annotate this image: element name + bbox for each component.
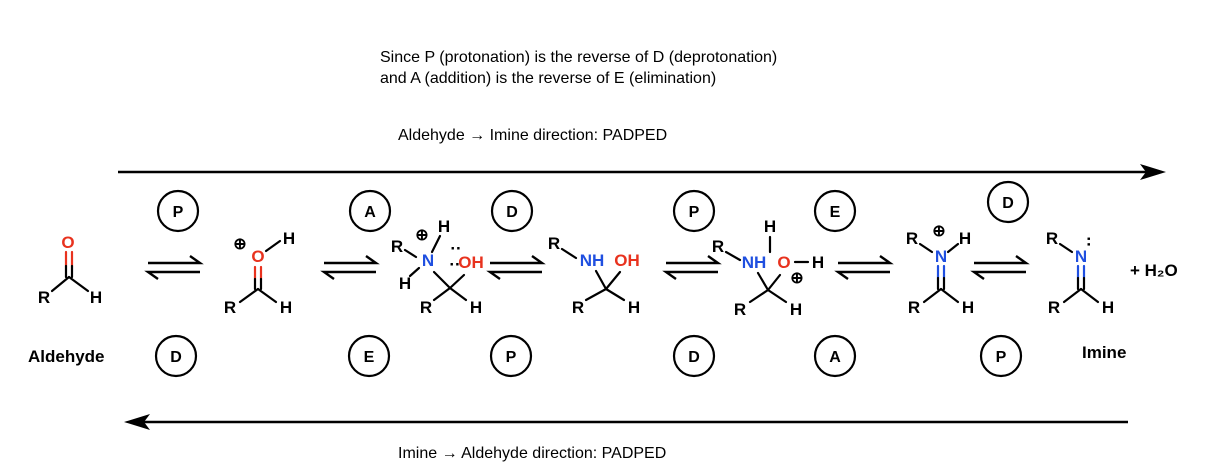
svg-text:P: P	[996, 349, 1007, 366]
svg-text:N: N	[1075, 247, 1087, 266]
svg-text:⊕: ⊕	[790, 270, 803, 287]
svg-text:H: H	[959, 229, 971, 248]
svg-text:H: H	[962, 298, 974, 317]
bottom-step-e: E	[347, 334, 391, 378]
forward-direction-label: Aldehyde → Imine direction: PADPED	[398, 127, 667, 144]
svg-text:A: A	[364, 204, 376, 221]
svg-text:O: O	[61, 233, 74, 252]
top-step-p1: P	[156, 189, 200, 233]
svg-text:E: E	[830, 204, 841, 221]
svg-text:··: ··	[1079, 236, 1098, 247]
svg-text:D: D	[170, 349, 182, 366]
svg-text:R: R	[548, 234, 560, 253]
svg-text:D: D	[688, 349, 700, 366]
svg-text:NH: NH	[742, 253, 767, 272]
svg-text:E: E	[364, 349, 375, 366]
svg-text:P: P	[173, 204, 184, 221]
molecule-protonated-carbinolamine: H R NH O H ⊕ R H	[712, 217, 824, 319]
equilibrium-arrow-6	[970, 255, 1030, 280]
svg-text:H: H	[90, 288, 102, 307]
equilibrium-arrow-2	[320, 255, 380, 280]
molecule-iminium: R ⊕ H N R H	[906, 223, 974, 317]
svg-text:H: H	[438, 217, 450, 236]
svg-text:H: H	[1102, 298, 1114, 317]
svg-text:⊕: ⊕	[233, 236, 246, 253]
header-line-2: and A (addition) is the reverse of E (el…	[380, 70, 716, 87]
svg-text:D: D	[1002, 195, 1014, 212]
reverse-arrow	[124, 414, 1128, 430]
top-step-p2: P	[672, 189, 716, 233]
svg-text:H: H	[628, 298, 640, 317]
svg-text:H: H	[283, 229, 295, 248]
molecule-addition-intermediate: R ⊕ H N H ·· ·· OH R H	[391, 217, 484, 317]
svg-text:R: R	[420, 298, 432, 317]
aldehyde-label: Aldehyde	[28, 347, 105, 366]
equilibrium-arrow-4	[662, 255, 722, 280]
svg-text:R: R	[391, 237, 403, 256]
svg-text:OH: OH	[458, 253, 484, 272]
molecule-carbinolamine: R NH OH R H	[548, 234, 640, 317]
svg-text:H: H	[764, 217, 776, 236]
molecule-aldehyde: O R H	[38, 233, 102, 307]
svg-text:R: R	[572, 298, 584, 317]
top-step-d2: D	[986, 180, 1030, 224]
bottom-step-a: A	[813, 334, 857, 378]
svg-text:N: N	[422, 251, 434, 270]
imine-label: Imine	[1082, 343, 1126, 362]
svg-text:O: O	[777, 253, 790, 272]
svg-text:N: N	[935, 247, 947, 266]
top-step-e: E	[813, 189, 857, 233]
svg-text:R: R	[1048, 298, 1060, 317]
equilibrium-arrow-5	[834, 255, 894, 280]
svg-text:⊕: ⊕	[415, 227, 428, 244]
svg-text:··: ··	[449, 255, 460, 274]
svg-text:NH: NH	[580, 251, 605, 270]
svg-text:H: H	[470, 298, 482, 317]
svg-text:H: H	[280, 298, 292, 317]
svg-text:OH: OH	[614, 251, 640, 270]
svg-text:··: ··	[450, 239, 461, 258]
equilibrium-arrow-3	[486, 255, 546, 280]
svg-text:R: R	[224, 298, 236, 317]
svg-text:R: R	[1046, 229, 1058, 248]
bottom-step-d2: D	[672, 334, 716, 378]
svg-text:R: R	[908, 298, 920, 317]
water-byproduct: + H₂O	[1130, 261, 1178, 280]
header-line-1: Since P (protonation) is the reverse of …	[380, 49, 777, 66]
top-step-a: A	[348, 189, 392, 233]
bottom-step-p2: P	[979, 334, 1023, 378]
top-step-d1: D	[490, 189, 534, 233]
svg-text:D: D	[506, 204, 518, 221]
forward-arrow	[118, 164, 1166, 180]
svg-text:P: P	[689, 204, 700, 221]
bottom-step-d1: D	[154, 334, 198, 378]
svg-text:H: H	[790, 300, 802, 319]
svg-text:P: P	[506, 349, 517, 366]
svg-text:⊕: ⊕	[932, 223, 945, 240]
svg-text:H: H	[812, 253, 824, 272]
svg-text:R: R	[906, 229, 918, 248]
reverse-direction-label: Imine → Aldehyde direction: PADPED	[398, 445, 666, 462]
svg-text:R: R	[712, 237, 724, 256]
molecule-imine: R ·· N R H	[1046, 229, 1114, 317]
molecule-protonated-aldehyde: ⊕ O H R H	[224, 229, 295, 317]
svg-text:R: R	[734, 300, 746, 319]
svg-text:O: O	[251, 247, 264, 266]
equilibrium-arrow-1	[144, 255, 204, 280]
bottom-step-p1: P	[489, 334, 533, 378]
svg-text:A: A	[829, 349, 841, 366]
svg-text:H: H	[399, 274, 411, 293]
svg-text:R: R	[38, 288, 50, 307]
